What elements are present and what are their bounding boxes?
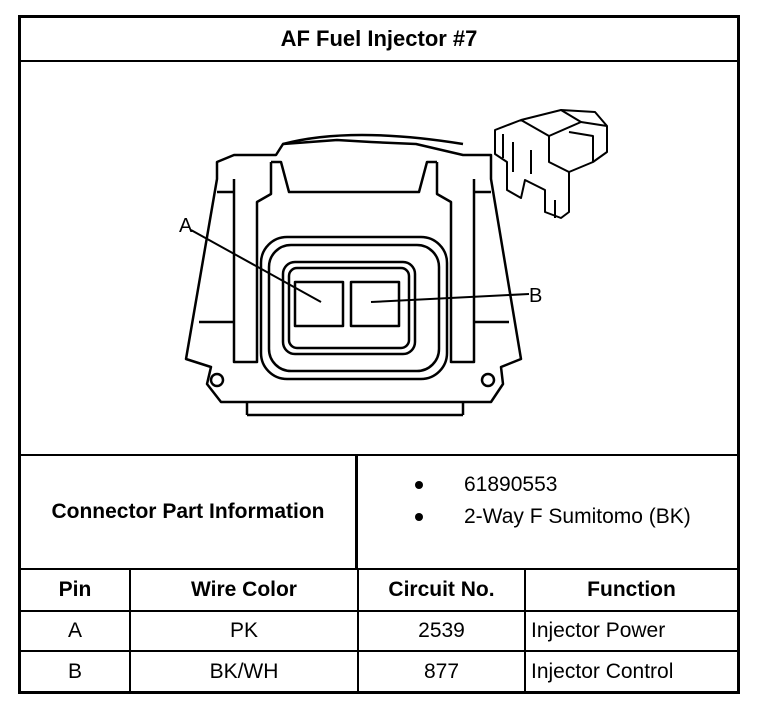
connector-drawing: A B [21, 62, 737, 454]
table-header-row: Pin Wire Color Circuit No. Function [21, 570, 737, 612]
list-item: 61890553 [358, 470, 737, 500]
header-circuit-no: Circuit No. [357, 570, 526, 612]
cell-function: Injector Control [524, 650, 737, 691]
connector-sheet: AF Fuel Injector #7 [18, 15, 740, 694]
connector-description: 2-Way F Sumitomo (BK) [464, 505, 691, 528]
page-title: AF Fuel Injector #7 [21, 18, 737, 62]
header-function: Function [524, 570, 737, 612]
header-pin: Pin [21, 570, 131, 612]
cell-wire-color: PK [129, 610, 359, 652]
pin-label-a: A [179, 215, 193, 237]
connector-part-info-label: Connector Part Information [21, 456, 358, 568]
cavity-a [293, 280, 345, 328]
cell-function: Injector Power [524, 610, 737, 652]
table-row: A PK 2539 Injector Power [21, 610, 737, 652]
header-wire-color: Wire Color [129, 570, 359, 612]
cell-circuit-no: 877 [357, 650, 526, 691]
pin-table: Pin Wire Color Circuit No. Function A PK… [21, 570, 737, 691]
cell-circuit-no: 2539 [357, 610, 526, 652]
connector-part-info: Connector Part Information 61890553 2-Wa… [21, 454, 737, 570]
seal-outer [259, 235, 449, 381]
table-row: B BK/WH 877 Injector Control [21, 650, 737, 691]
cell-wire-color: BK/WH [129, 650, 359, 691]
cavity-b [349, 280, 401, 328]
part-number: 61890553 [464, 473, 558, 496]
bullet-icon [415, 481, 423, 489]
list-item: 2-Way F Sumitomo (BK) [358, 502, 737, 532]
housing-outline [184, 138, 523, 404]
bullet-icon [415, 513, 423, 521]
connector-face-svg: A B [179, 109, 608, 417]
pin-frame [281, 260, 417, 356]
cell-pin: A [21, 610, 131, 652]
pin-label-b: B [529, 285, 542, 307]
cell-pin: B [21, 650, 131, 691]
connector-iso-icon [494, 109, 608, 219]
connector-part-list: 61890553 2-Way F Sumitomo (BK) [358, 456, 737, 568]
